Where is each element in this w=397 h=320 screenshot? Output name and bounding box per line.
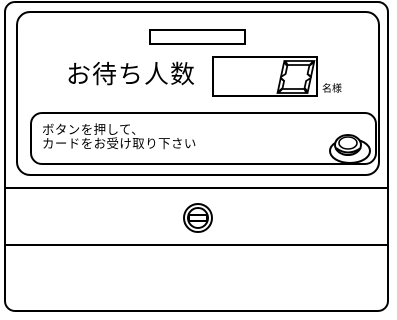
waiting-count-display: 0 — [212, 56, 318, 97]
waiting-count-label: お待ち人数 — [66, 60, 197, 89]
round-key-lock-icon — [183, 203, 213, 233]
call-button[interactable] — [327, 127, 373, 171]
unit-label: 名様 — [322, 84, 342, 95]
card-slot — [149, 29, 246, 45]
round-push-button-icon — [329, 134, 371, 164]
display-panel — [16, 11, 380, 176]
instruction-box — [30, 112, 377, 165]
divider-lower — [4, 244, 389, 246]
instruction-text: ボタンを押して、 カードをお受け取り下さい — [42, 123, 197, 151]
machine-housing — [4, 1, 389, 312]
seven-segment-digit — [276, 59, 316, 95]
instruction-line-1: ボタンを押して、 — [42, 122, 145, 137]
divider-upper — [4, 187, 389, 189]
instruction-line-2: カードをお受け取り下さい — [42, 136, 197, 151]
key-lock[interactable] — [182, 202, 214, 238]
